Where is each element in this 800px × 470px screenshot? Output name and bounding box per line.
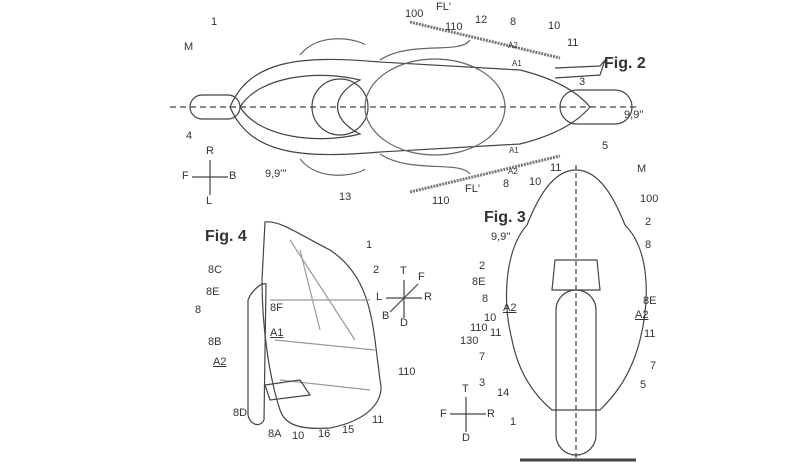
compass-label: R [206, 145, 214, 157]
compass-label: D [462, 432, 470, 444]
ref-label: 110 [470, 322, 488, 334]
ref-label: A1 [512, 59, 522, 68]
ref-label: 11 [550, 162, 562, 174]
ref-label: 4 [186, 130, 193, 142]
ref-label: 5 [602, 140, 609, 152]
fig2-title: Fig. 2 [604, 55, 646, 72]
ref-label: 8E [206, 286, 220, 298]
ref-label: 11 [372, 414, 384, 426]
ref-label: 3 [479, 377, 486, 389]
ref-label: FL' [436, 1, 451, 13]
ref-label: 110 [445, 21, 463, 33]
ref-label: 16 [318, 428, 331, 440]
fig3-title: Fig. 3 [484, 209, 526, 226]
compass-label: F [182, 170, 189, 182]
ref-label: A2 [508, 41, 518, 50]
ref-label: 8D [233, 407, 248, 419]
ref-label: 8 [645, 239, 652, 251]
ref-label: FL' [465, 183, 480, 195]
ref-label: 9,9'' [491, 231, 511, 243]
fig3-front-view [450, 165, 647, 462]
compass-label: B [382, 310, 390, 322]
ref-label: 15 [342, 424, 355, 436]
fig4-perspective-view [247, 221, 422, 430]
ref-label: 9,9''' [265, 168, 287, 180]
ref-label: A1 [270, 327, 284, 339]
ref-label: 130 [460, 335, 479, 347]
ref-label: 110 [398, 366, 416, 378]
ref-label: 10 [484, 312, 497, 324]
ref-label: 8E [472, 276, 486, 288]
ref-label: 2 [479, 260, 486, 272]
ref-label: 12 [475, 14, 488, 26]
compass-label: T [462, 383, 469, 395]
compass-label: R [424, 291, 432, 303]
ref-label: 14 [497, 387, 510, 399]
ref-label: 11 [490, 327, 502, 339]
compass-label: B [229, 170, 237, 182]
ref-label: 10 [292, 430, 305, 442]
ref-label: 8A [268, 428, 282, 440]
ref-label: 8C [208, 264, 223, 276]
ref-label: 7 [650, 360, 657, 372]
ref-label: 100 [405, 8, 424, 20]
ref-label: 8B [208, 336, 222, 348]
ref-label: M [184, 41, 194, 53]
ref-label: 8 [195, 304, 202, 316]
compass-label: F [418, 271, 425, 283]
compass-label: R [487, 408, 495, 420]
ref-label: A2 [635, 309, 649, 321]
ref-label: 110 [432, 195, 450, 207]
ref-label: 3 [579, 76, 586, 88]
ref-label: 7 [479, 351, 486, 363]
ref-label: A2 [503, 302, 517, 314]
ref-label: A1 [509, 146, 519, 155]
ref-label: 8 [503, 178, 510, 190]
ref-label: 8 [482, 293, 489, 305]
ref-label: 1 [510, 416, 517, 428]
ref-label: 1 [211, 16, 218, 28]
ref-label: A2 [213, 356, 227, 368]
ref-label: 10 [529, 176, 542, 188]
ref-label: 1 [366, 239, 373, 251]
ref-label: 8F [270, 302, 283, 314]
ref-label: 11 [567, 37, 579, 49]
ref-label: M [637, 163, 647, 175]
ref-label: 2 [373, 264, 380, 276]
ref-label: 8 [510, 16, 517, 28]
ref-label: A2 [508, 167, 518, 176]
ref-label: 11 [644, 328, 656, 340]
ref-label: 8E [643, 295, 657, 307]
fig2-top-view [170, 20, 640, 195]
ref-label: 10 [548, 20, 561, 32]
ref-label: 5 [640, 379, 647, 391]
ref-label: 100 [640, 193, 659, 205]
compass-label: T [400, 265, 407, 277]
ref-label: 9,9'' [624, 109, 644, 121]
fig4-title: Fig. 4 [205, 228, 247, 245]
compass-label: L [376, 291, 383, 303]
compass-label: F [440, 408, 447, 420]
ref-label: 13 [339, 191, 352, 203]
compass-label: D [400, 317, 408, 329]
compass-label: L [206, 195, 213, 207]
ref-label: 2 [645, 216, 652, 228]
